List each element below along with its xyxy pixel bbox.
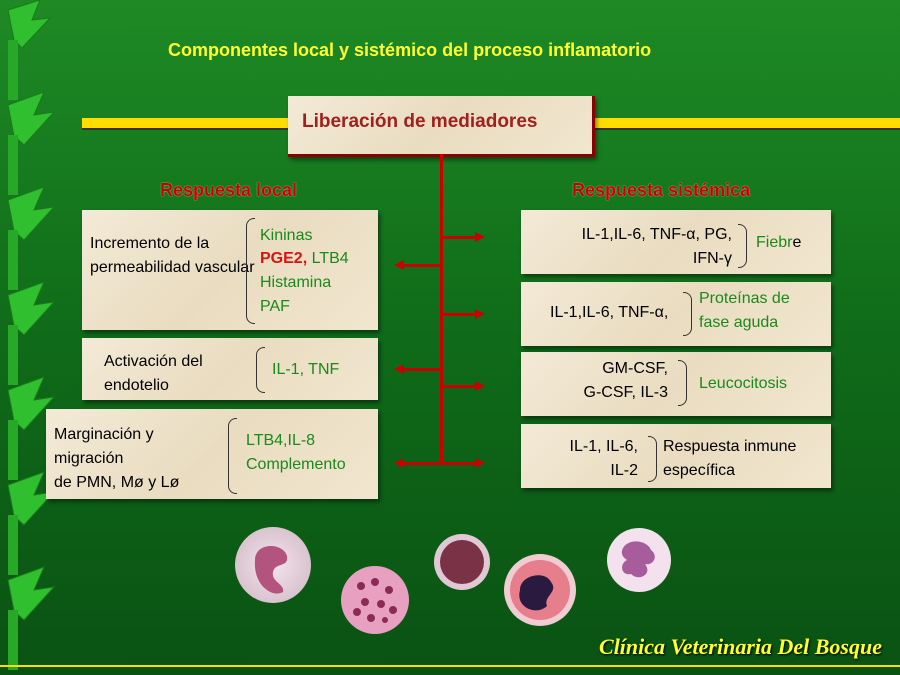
fiebre-text: Fiebr xyxy=(756,234,793,251)
cell-images xyxy=(235,527,671,634)
local-box-1 xyxy=(82,210,378,330)
local-box-3 xyxy=(46,409,378,499)
local-2-left-2: endotelio xyxy=(104,377,169,394)
sys-2-l1: IL-1,IL-6, TNF-α, xyxy=(550,304,669,321)
sys-3-l1: GM-CSF, xyxy=(602,360,668,377)
local-1-r2: PGE2, LTB4 xyxy=(260,249,349,269)
sys-2-r2: fase aguda xyxy=(699,314,779,331)
sys-1-l1: IL-1,IL-6, TNF-α, PG, xyxy=(581,226,732,243)
arrow-local-1-head xyxy=(394,260,404,270)
local-3-left-3: de PMN, Mø y Lø xyxy=(54,474,180,491)
page-title: Componentes local y sistémico del proces… xyxy=(168,40,652,60)
leaf-border xyxy=(7,0,56,670)
local-3-r2: Complemento xyxy=(246,456,346,473)
arrow-local-2-head xyxy=(394,364,404,374)
sys-box-3 xyxy=(521,352,831,416)
sys-1-r1: Fiebre xyxy=(756,233,801,253)
arrow-local-1 xyxy=(404,264,442,267)
local-2-r1: IL-1, TNF xyxy=(272,361,340,378)
local-1-left-2: permeabilidad vascular xyxy=(90,259,255,276)
local-3-left-2: migración xyxy=(54,450,124,467)
local-1-r1: Kininas xyxy=(260,227,313,244)
ltb4-text: LTB4 xyxy=(307,250,349,267)
arrow-sys-3 xyxy=(441,385,475,388)
local-box-2 xyxy=(82,338,378,400)
sys-4-l1: IL-1, IL-6, xyxy=(569,438,638,455)
sys-4-r2: específica xyxy=(663,462,736,479)
trunk-line xyxy=(440,154,443,465)
local-3-brace xyxy=(228,418,237,494)
local-1-r4: PAF xyxy=(260,298,290,315)
fiebre-suffix: e xyxy=(792,234,802,251)
arrow-local-3-head xyxy=(394,458,404,468)
sys-4-l2: IL-2 xyxy=(610,462,638,479)
local-header: Respuesta local xyxy=(160,180,298,200)
footer-label: Clínica Veterinaria Del Bosque xyxy=(599,634,882,659)
sys-box-2 xyxy=(521,282,831,346)
sys-3-r1: Leucocitosis xyxy=(699,375,788,392)
sys-3-l2: G-CSF, IL-3 xyxy=(583,384,668,401)
sys-2-brace xyxy=(683,292,692,336)
arrow-sys-4-head xyxy=(475,458,485,468)
local-1-r3: Histamina xyxy=(260,274,332,291)
sys-4-brace xyxy=(648,436,657,482)
arrow-sys-1-head xyxy=(475,232,485,242)
sys-box-4 xyxy=(521,424,831,488)
sys-box-1 xyxy=(521,210,831,274)
local-3-r1: LTB4,IL-8 xyxy=(246,432,316,449)
sys-4-r1: Respuesta inmune xyxy=(663,438,797,455)
footer-line xyxy=(0,665,900,667)
pge2-text: PGE2, xyxy=(260,250,308,267)
arrow-sys-1 xyxy=(441,236,475,239)
local-1-brace xyxy=(246,218,255,324)
arrow-sys-2 xyxy=(441,313,475,316)
arrow-sys-3-head xyxy=(475,381,485,391)
sys-1-l2: IFN-γ xyxy=(692,250,732,267)
arrow-sys-2-head xyxy=(475,309,485,319)
local-1-left-1: Incremento de la xyxy=(90,235,210,252)
local-2-brace xyxy=(256,347,265,393)
sys-1-brace xyxy=(738,224,747,268)
sys-3-brace xyxy=(678,360,687,406)
mediators-label: Liberación de mediadores xyxy=(302,111,538,132)
local-3-left-1: Marginación y xyxy=(54,426,154,443)
arrow-local-2 xyxy=(404,368,442,371)
arrow-local-3 xyxy=(404,462,442,465)
sys-2-r1: Proteínas de xyxy=(699,290,790,307)
local-2-left-1: Activación del xyxy=(104,353,203,370)
systemic-header: Respuesta sistémica xyxy=(572,180,751,200)
arrow-sys-4 xyxy=(441,462,475,465)
